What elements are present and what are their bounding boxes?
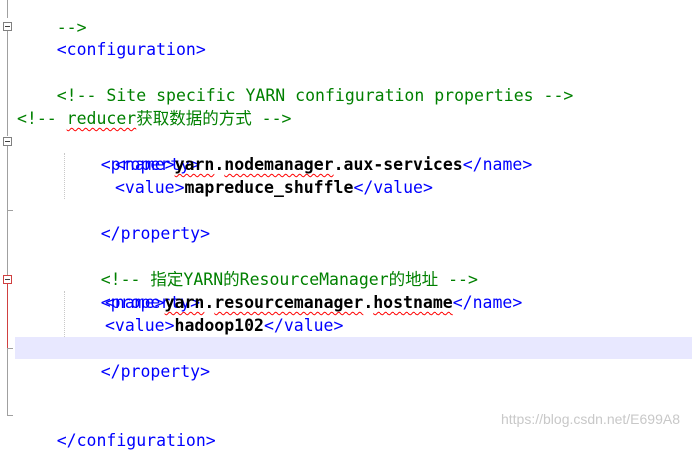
fold-line-icon [7, 146, 8, 210]
code-line: <property> [61, 130, 200, 174]
fold-line-icon [7, 211, 8, 275]
code-line: <!-- Site specific YARN configuration pr… [17, 61, 574, 105]
code-line: <!-- 指定YARN的ResourceManager的地址 --> [61, 245, 478, 289]
property-name-value: yarn [174, 155, 215, 174]
code-line: <property> [61, 268, 200, 312]
code-line: <value>hadoop102</value> [105, 314, 343, 337]
current-line-highlight [15, 337, 692, 359]
property-name-value: . [363, 293, 374, 312]
code-line: <name>yarn.nodemanager.aux-services</nam… [115, 153, 532, 176]
property-name-value: . [204, 293, 215, 312]
comment-open: <!-- [17, 109, 67, 128]
property-value: hadoop102 [174, 316, 264, 335]
property-value: mapreduce_shuffle [184, 178, 354, 197]
code-editor[interactable]: --> <configuration> <!-- Site specific Y… [0, 0, 692, 450]
fold-minus-icon[interactable] [3, 22, 12, 31]
code-line: <!-- reducer获取数据的方式 --> [17, 107, 291, 130]
name-open-tag: <name> [105, 293, 165, 312]
comment-reducer-word: reducer [66, 109, 137, 128]
code-line: <configuration> [17, 15, 206, 59]
value-open-tag: <value> [105, 316, 175, 335]
indent-guide [64, 153, 65, 199]
fold-minus-icon[interactable] [3, 137, 12, 146]
code-line: <value>mapreduce_shuffle</value> [115, 176, 433, 199]
property-open-tag: <property> [100, 293, 201, 312]
comment-text: --> [56, 18, 87, 37]
fold-minus-icon[interactable] [3, 275, 12, 284]
watermark: https://blog.csdn.net/E699A8 [500, 411, 680, 427]
fold-gutter [0, 0, 15, 435]
fold-line-icon [7, 349, 8, 415]
value-close-tag: </value> [263, 316, 344, 335]
fold-end-icon [7, 348, 13, 349]
fold-line-icon [7, 31, 8, 136]
property-name-value: yarn [164, 293, 205, 312]
code-line: --> [17, 0, 87, 37]
fold-line-icon [7, 0, 8, 18]
code-line: </property> [61, 337, 210, 381]
property-close-tag: </property> [100, 362, 211, 381]
value-close-tag: </value> [353, 178, 433, 197]
fold-end-icon [7, 210, 13, 211]
property-name-value: .aux-services [333, 155, 463, 174]
property-name-value: hostname [373, 293, 453, 312]
code-line: </configuration> [17, 406, 216, 450]
property-name-value: . [214, 155, 225, 174]
value-open-tag: <value> [115, 178, 185, 197]
code-line: </property> [61, 199, 210, 243]
comment-reducer-rest: 获取数据的方式 --> [136, 109, 292, 128]
name-close-tag: </name> [462, 155, 533, 174]
comment-resourcemanager: <!-- 指定YARN的ResourceManager的地址 --> [100, 270, 478, 289]
name-open-tag: <name> [115, 155, 175, 174]
code-line: <name>yarn.resourcemanager.hostname</nam… [105, 291, 522, 314]
property-close-tag: </property> [100, 224, 211, 243]
fold-end-icon [7, 415, 13, 416]
fold-line-icon [7, 284, 8, 348]
property-name-value: nodemanager [224, 155, 334, 174]
property-name-value: resourcemanager [214, 293, 364, 312]
indent-guide [64, 291, 65, 337]
property-open-tag: <property> [100, 155, 201, 174]
name-close-tag: </name> [452, 293, 523, 312]
configuration-close-tag: </configuration> [56, 431, 216, 450]
configuration-open-tag: <configuration> [56, 40, 206, 59]
comment-site-specific: <!-- Site specific YARN configuration pr… [56, 86, 574, 105]
